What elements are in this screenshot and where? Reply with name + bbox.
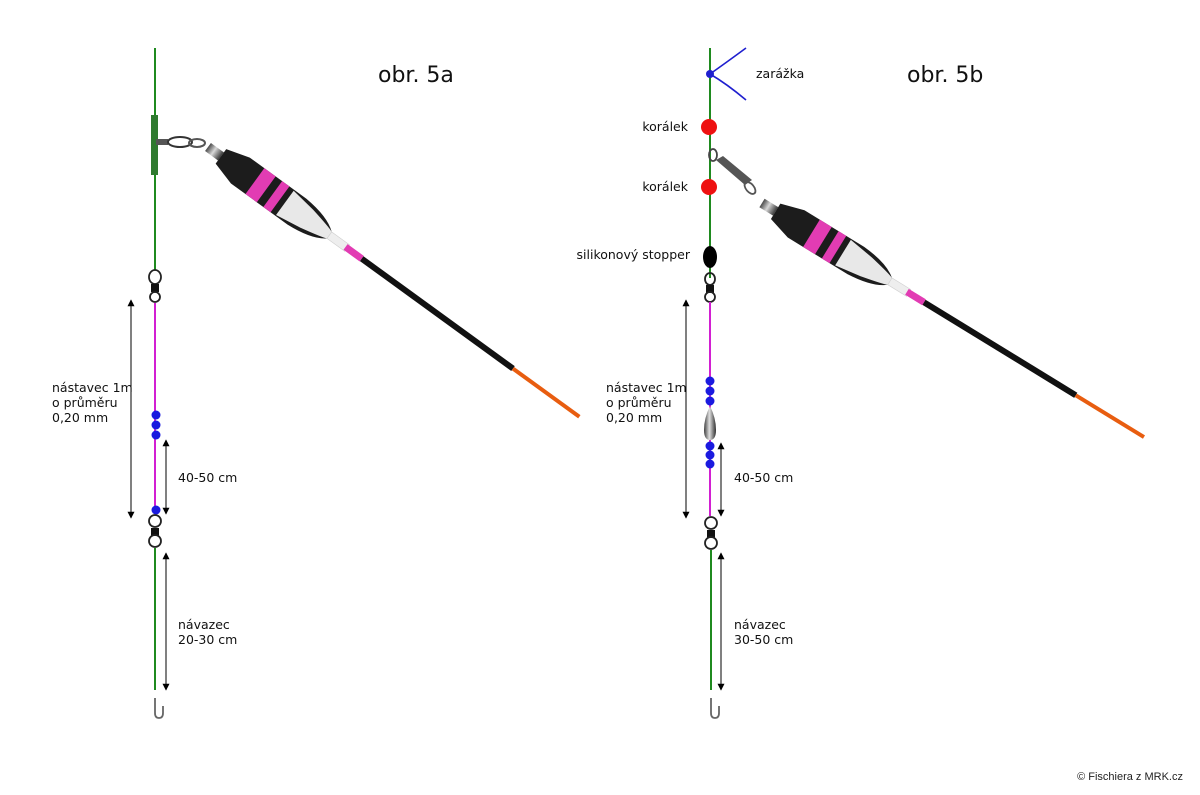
bead-red-bottom xyxy=(701,179,717,195)
diagram-a-title: obr. 5a xyxy=(378,63,454,88)
diagram-b-title: obr. 5b xyxy=(907,63,983,88)
bead-bottom-label: korálek xyxy=(642,179,688,194)
bead-blue xyxy=(705,376,715,386)
extension-label-line1: nástavec 1m xyxy=(52,380,133,395)
extension-label-line1: nástavec 1m xyxy=(606,380,687,395)
bead-top-label: korálek xyxy=(642,119,688,134)
extension-label-line3: 0,20 mm xyxy=(606,410,662,425)
hook-icon xyxy=(710,698,720,719)
silicone-stopper xyxy=(703,246,717,268)
bead-blue xyxy=(151,430,161,440)
hook-icon xyxy=(154,698,164,719)
bead-blue xyxy=(705,386,715,396)
float-adapter xyxy=(151,115,158,175)
barrel-swivel-top xyxy=(148,269,162,303)
segment-label: 40-50 cm xyxy=(734,470,793,485)
diagram-b: obr. 5b xyxy=(577,47,1146,719)
bead-blue xyxy=(151,420,161,430)
bead-blue xyxy=(705,450,715,460)
silicone-stopper-label: silikonový stopper xyxy=(577,247,691,262)
barrel-swivel-bottom xyxy=(148,514,162,548)
snap-swivel xyxy=(156,136,206,148)
bead-blue xyxy=(705,396,715,406)
snap-swivel xyxy=(708,148,757,195)
bead-blue xyxy=(705,459,715,469)
diagram-a: obr. 5a xyxy=(52,48,581,719)
extension-label-line3: 0,20 mm xyxy=(52,410,108,425)
barrel-swivel-bottom xyxy=(704,516,718,550)
leader-label-line1: návazec xyxy=(734,617,786,632)
leader-label-line2: 20-30 cm xyxy=(178,632,237,647)
credit-text: © Fischiera z MRK.cz xyxy=(1077,771,1183,783)
leader-label-line1: návazec xyxy=(178,617,230,632)
stopper-knot-icon xyxy=(706,47,747,101)
bead-blue xyxy=(151,505,161,515)
bead-blue xyxy=(151,410,161,420)
segment-label: 40-50 cm xyxy=(178,470,237,485)
sliding-weight xyxy=(704,406,716,440)
float-b xyxy=(759,198,1146,439)
stopper-knot-label: zarážka xyxy=(756,66,804,81)
bead-blue xyxy=(705,441,715,451)
leader-label-line2: 30-50 cm xyxy=(734,632,793,647)
float-a xyxy=(205,142,581,419)
bead-red-top xyxy=(701,119,717,135)
extension-label-line2: o průměru xyxy=(52,395,118,410)
extension-label-line2: o průměru xyxy=(606,395,672,410)
